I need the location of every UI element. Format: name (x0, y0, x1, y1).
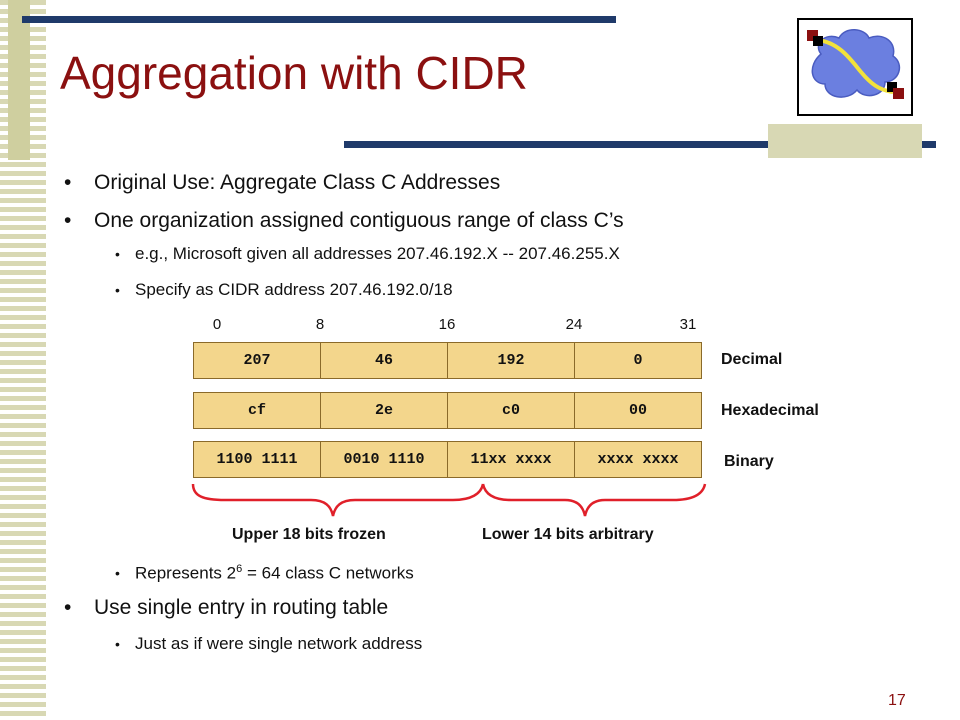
address-field: 0 (574, 342, 702, 379)
upper-bits-label: Upper 18 bits frozen (232, 526, 386, 543)
address-field: 0010 1110 (320, 441, 448, 478)
left-bar-decoration (8, 0, 30, 160)
bit-tick: 8 (315, 316, 325, 333)
sub-bullet-cidr-address: • Specify as CIDR address 207.46.192.0/1… (115, 280, 453, 299)
row-label-decimal: Decimal (721, 351, 783, 368)
tan-decoration-block (768, 124, 922, 158)
bit-tick: 0 (212, 316, 222, 333)
bullet-contiguous-range: • One organization assigned contiguous r… (64, 209, 624, 232)
address-field: 1100 1111 (193, 441, 321, 478)
address-field: 00 (574, 392, 702, 429)
network-cloud-icon (797, 18, 913, 116)
sub-bullet-single-network: • Just as if were single network address (115, 634, 423, 653)
address-field: c0 (447, 392, 575, 429)
address-field: xxxx xxxx (574, 441, 702, 478)
top-rule (22, 16, 616, 23)
address-field: 207 (193, 342, 321, 379)
row-label-hexadecimal: Hexadecimal (721, 402, 819, 419)
address-field: 192 (447, 342, 575, 379)
row-label-binary: Binary (724, 453, 774, 470)
brace-graphic (191, 483, 707, 517)
page-title: Aggregation with CIDR (60, 47, 528, 99)
lower-bits-label: Lower 14 bits arbitrary (482, 526, 654, 543)
address-field: 46 (320, 342, 448, 379)
upper-bits-brace (191, 483, 485, 517)
page-number: 17 (888, 692, 906, 709)
bit-tick: 31 (679, 316, 697, 333)
address-field: 2e (320, 392, 448, 429)
bit-tick: 24 (565, 316, 583, 333)
bullet-single-entry: • Use single entry in routing table (64, 596, 389, 619)
address-field: cf (193, 392, 321, 429)
bit-tick: 16 (438, 316, 456, 333)
title-underline-rule (344, 141, 936, 148)
bullet-original-use: • Original Use: Aggregate Class C Addres… (64, 171, 501, 194)
sub-bullet-represents: • Represents 26 = 64 class C networks (115, 563, 414, 583)
sub-bullet-microsoft-example: • e.g., Microsoft given all addresses 20… (115, 244, 620, 263)
lower-bits-brace (481, 483, 707, 517)
address-field: 11xx xxxx (447, 441, 575, 478)
